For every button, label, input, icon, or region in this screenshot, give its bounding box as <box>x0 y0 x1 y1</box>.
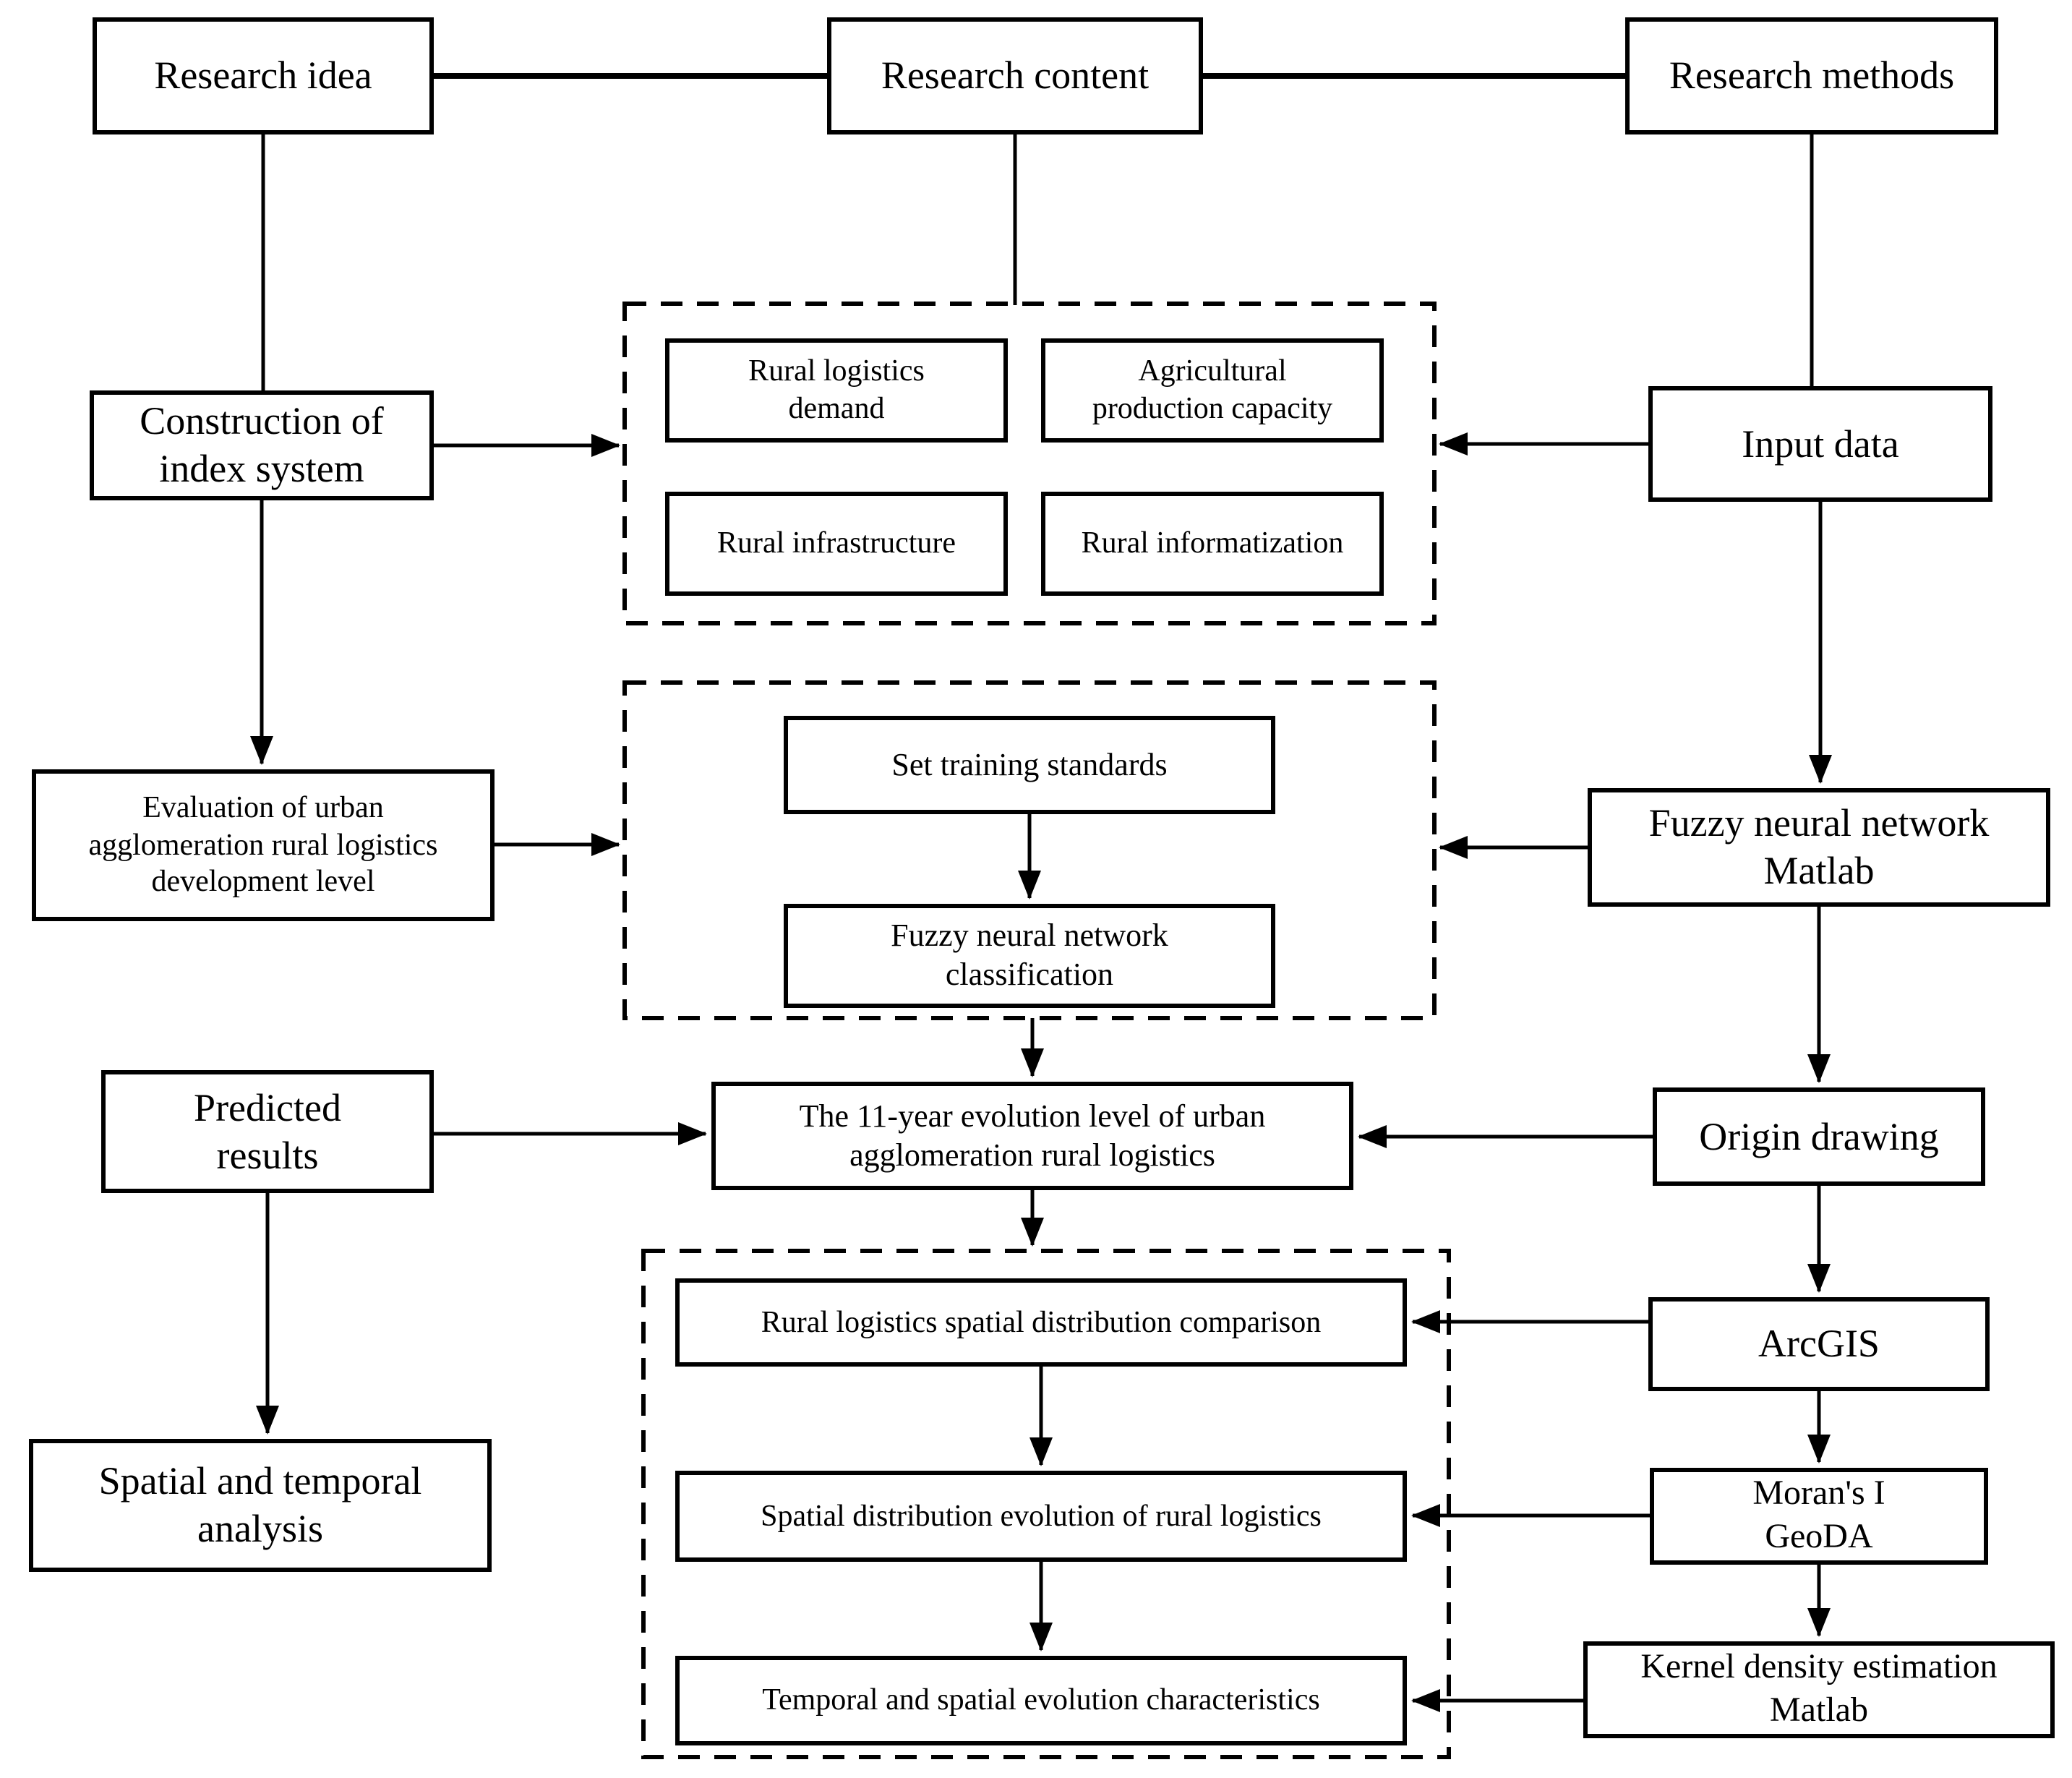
box-arcgis: ArcGIS <box>1648 1297 1990 1391</box>
index-group-frame <box>622 302 1437 625</box>
box-spatial-distribution-comparison: Rural logistics spatial distribution com… <box>675 1278 1407 1367</box>
box-rural-infrastructure: Rural infrastructure <box>665 492 1008 596</box>
box-rural-informatization: Rural informatization <box>1041 492 1384 596</box>
analysis-group-frame <box>641 1249 1451 1759</box>
training-group-frame <box>622 680 1437 1020</box>
box-spatial-temporal-analysis: Spatial and temporal analysis <box>29 1439 492 1572</box>
box-agricultural-production-capacity: Agricultural production capacity <box>1041 338 1384 443</box>
box-spatial-distribution-evolution: Spatial distribution evolution of rural … <box>675 1471 1407 1562</box>
box-rural-logistics-demand: Rural logistics demand <box>665 338 1008 443</box>
box-kernel-density-matlab: Kernel density estimation Matlab <box>1583 1641 2055 1738</box>
box-11-year-evolution-level: The 11-year evolution level of urban agg… <box>711 1082 1353 1190</box>
box-research-content: Research content <box>827 17 1203 134</box>
box-construction-index-system: Construction of index system <box>90 390 434 500</box>
box-evaluation-development-level: Evaluation of urban agglomeration rural … <box>32 769 495 921</box>
box-temporal-spatial-characteristics: Temporal and spatial evolution character… <box>675 1656 1407 1745</box>
box-research-methods: Research methods <box>1625 17 1998 134</box>
box-input-data: Input data <box>1648 386 1992 502</box>
box-fuzzy-neural-network-matlab: Fuzzy neural network Matlab <box>1588 788 2050 907</box>
box-predicted-results: Predicted results <box>101 1070 434 1193</box>
box-morans-geoda: Moran's I GeoDA <box>1650 1468 1988 1565</box>
box-origin-drawing: Origin drawing <box>1653 1087 1985 1186</box>
box-set-training-standards: Set training standards <box>784 716 1275 814</box>
box-research-idea: Research idea <box>93 17 434 134</box>
box-fuzzy-neural-network-classification: Fuzzy neural network classification <box>784 904 1275 1008</box>
